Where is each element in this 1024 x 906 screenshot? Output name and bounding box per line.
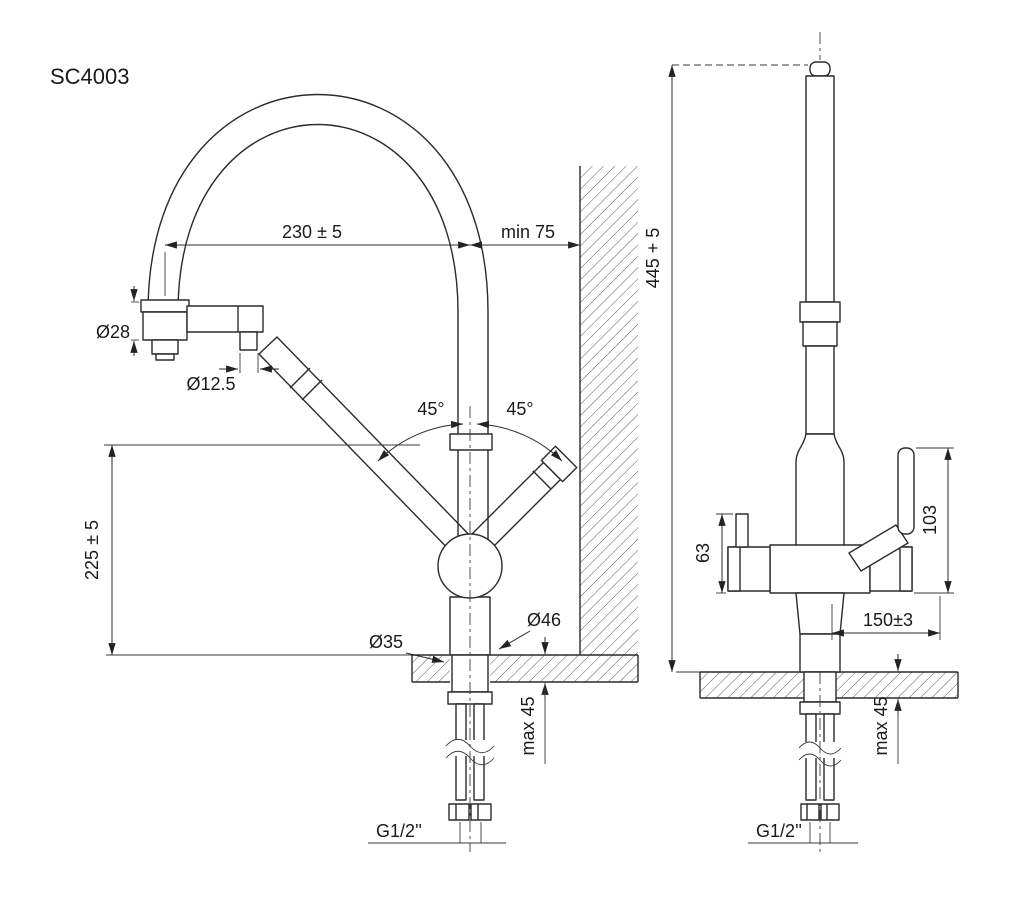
dim-thread-front: G1/2'' xyxy=(756,821,802,841)
riser-collar xyxy=(449,433,493,451)
spray-head xyxy=(140,299,264,361)
dim-wall-clearance: min 75 xyxy=(501,222,555,242)
dim-deck-thickness-side: max 45 xyxy=(518,696,538,755)
handle-joint xyxy=(848,524,909,572)
hose-nut xyxy=(448,803,470,821)
dimensions-front: 445 + 5 63 103 150±3 max 45 G1/2'' xyxy=(643,64,954,844)
union-nut xyxy=(799,301,841,323)
dim-body-height: 63 xyxy=(693,543,713,563)
dim-base-diameter: Ø46 xyxy=(527,610,561,630)
dim-thread-side: G1/2'' xyxy=(376,821,422,841)
spray-arm xyxy=(258,336,480,563)
hose-nut xyxy=(800,803,820,821)
mid-tube xyxy=(805,345,835,435)
dimensions-side: 230 ± 5 min 75 Ø28 Ø12.5 45° 45° 225 ± 5… xyxy=(82,222,580,844)
aerator-nozzle xyxy=(239,331,258,351)
diverter-pin xyxy=(735,513,749,548)
model-number: SC4003 xyxy=(50,64,130,89)
hose-nut xyxy=(820,803,840,821)
dim-width: 150±3 xyxy=(863,610,913,630)
wall-section xyxy=(579,166,638,655)
dim-swivel-left: 45° xyxy=(417,399,444,419)
dim-spout-reach: 230 ± 5 xyxy=(282,222,342,242)
wall-hatch xyxy=(580,166,638,655)
spout-arc-outer xyxy=(147,94,489,552)
dim-head-diameter: Ø28 xyxy=(96,322,130,342)
dim-swivel-right: 45° xyxy=(506,399,533,419)
countertop-front xyxy=(676,671,959,699)
spout-arc-inner xyxy=(177,123,459,552)
handle-lever xyxy=(897,447,915,535)
dim-handle-height: 103 xyxy=(920,505,940,535)
hose-nut xyxy=(470,803,492,821)
base-front xyxy=(799,633,841,673)
body-trunk xyxy=(795,433,845,551)
dim-deck-thickness-front: max 45 xyxy=(871,696,891,755)
ball-joint-body xyxy=(437,533,503,599)
dim-total-height: 445 + 5 xyxy=(643,228,663,289)
upper-tube xyxy=(805,75,835,303)
dim-aerator-diameter: Ø12.5 xyxy=(186,374,235,394)
dim-hole-diameter: Ø35 xyxy=(369,632,403,652)
countertop-side xyxy=(106,654,639,683)
spout-tip-front xyxy=(809,61,831,77)
base-cone xyxy=(795,592,845,635)
faucet-side-view xyxy=(140,94,578,852)
faucet-front-view xyxy=(727,32,915,852)
dim-spout-height: 225 ± 5 xyxy=(82,520,102,580)
